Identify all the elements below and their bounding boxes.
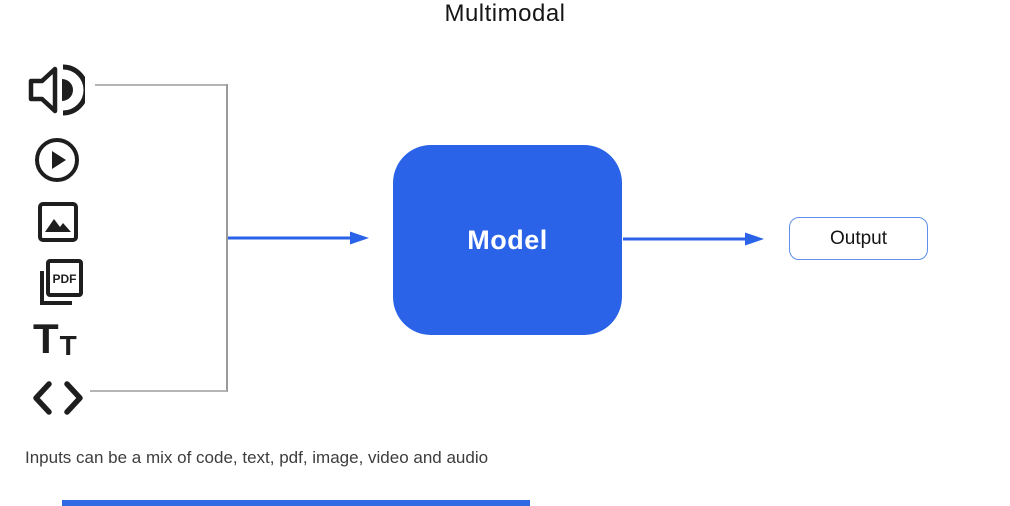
bracket-vertical-line <box>226 84 228 392</box>
bracket-top-line <box>95 84 227 86</box>
output-node: Output <box>789 217 928 260</box>
pdf-icon: PDF <box>35 257 85 308</box>
progress-bar <box>62 500 530 506</box>
image-icon <box>37 201 79 243</box>
model-node: Model <box>393 145 622 335</box>
diagram-title: Multimodal <box>444 0 566 27</box>
code-icon <box>32 380 84 416</box>
video-icon <box>33 136 81 184</box>
text-icon: T T <box>33 314 83 360</box>
bracket-bottom-line <box>90 390 227 392</box>
caption-text: Inputs can be a mix of code, text, pdf, … <box>25 448 489 467</box>
text-icon-small-t: T <box>59 330 77 361</box>
text-icon-large-t: T <box>33 315 59 362</box>
model-to-output-arrow <box>623 231 765 252</box>
audio-icon <box>25 64 85 116</box>
inputs-to-model-arrow <box>228 230 370 251</box>
model-label: Model <box>467 224 548 255</box>
pdf-icon-label: PDF <box>53 272 77 286</box>
output-label: Output <box>829 227 888 249</box>
